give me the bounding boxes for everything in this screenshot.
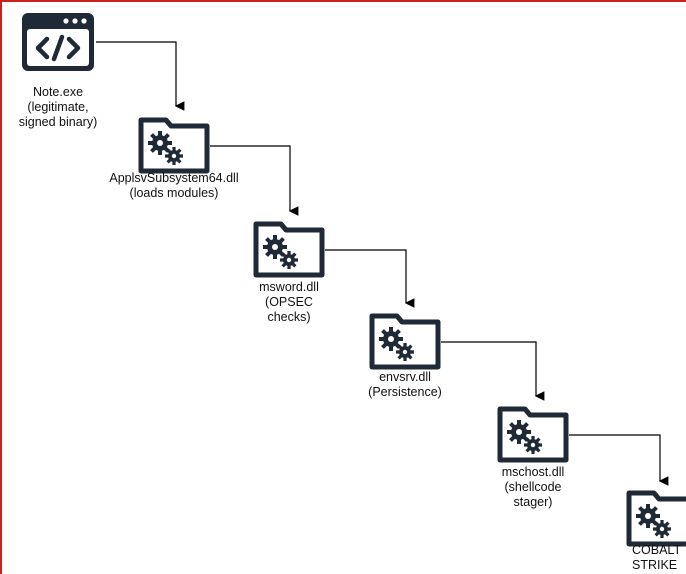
node-applsvsubsystem64 — [138, 116, 210, 174]
gear-folder-icon — [369, 313, 441, 370]
gear-folder-icon — [138, 117, 210, 174]
connector-5 — [569, 434, 669, 486]
connector-4 — [441, 341, 545, 401]
node-label-5: mschost.dll (shellcode stager) — [501, 465, 565, 509]
node-mschost — [497, 405, 569, 463]
node-label-6: COBALT STRIKE — [632, 543, 682, 572]
node-label-4: envsrv.dll (Persistence) — [368, 370, 442, 399]
node-label-3: msword.dll (OPSEC checks) — [259, 280, 319, 324]
node-msword — [253, 220, 325, 278]
node-label-1: Note.exe (legitimate, signed binary) — [18, 85, 98, 129]
node-envsrv — [369, 312, 441, 370]
gear-folder-icon — [497, 406, 569, 463]
gear-folder-icon — [253, 221, 325, 278]
node-note-exe — [20, 11, 96, 73]
gear-folder-icon — [626, 490, 686, 547]
connector-3 — [325, 249, 415, 308]
connector-1 — [96, 41, 185, 111]
code-window-icon — [22, 13, 94, 71]
node-label-2: ApplsvSubsystem64.dll (loads modules) — [109, 171, 239, 200]
connector-2 — [210, 145, 299, 216]
node-cobalt-strike — [626, 489, 686, 547]
